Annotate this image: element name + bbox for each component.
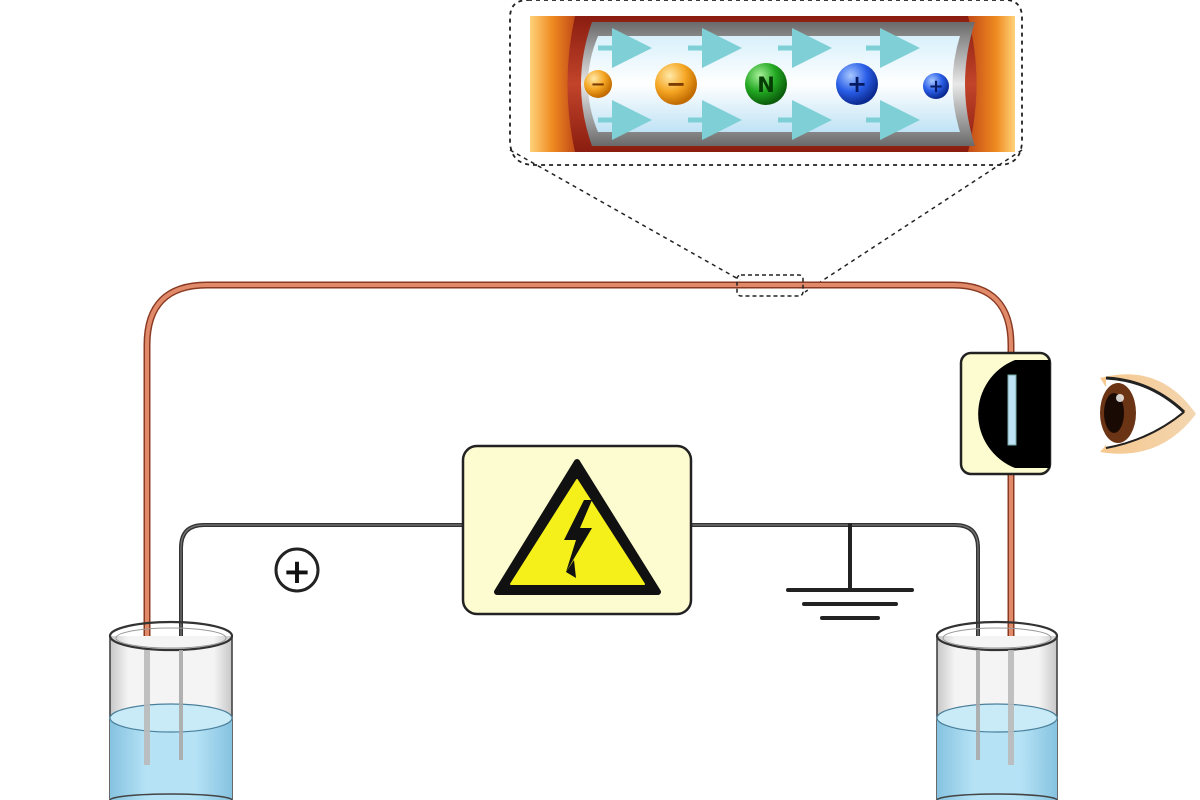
- anode-polarity-icon: +: [274, 547, 320, 593]
- ion-negative-large: −: [655, 63, 697, 105]
- detection-window: [1007, 374, 1017, 446]
- ion-negative-small: −: [584, 70, 612, 98]
- cathode-wire-highlight: [691, 524, 979, 765]
- ion-label: N: [757, 73, 775, 97]
- outlet-buffer-vial: [935, 620, 1059, 800]
- ground-icon: [786, 523, 914, 620]
- anode-wire-highlight: [180, 524, 465, 765]
- high-voltage-warning-icon: [494, 459, 661, 595]
- zoom-region-marker: [736, 274, 804, 297]
- callout-leader-left: [509, 149, 741, 281]
- capillary-tube: [145, 283, 1013, 767]
- ion-positive-large: +: [836, 63, 878, 105]
- callout-leader-right: [804, 149, 1023, 293]
- ion-positive-small: +: [923, 73, 949, 99]
- ion-row: − − N + +: [584, 63, 949, 105]
- ion-label: +: [928, 76, 943, 97]
- ion-label: −: [590, 74, 605, 95]
- electroosmotic-flow-arrows: [598, 28, 920, 140]
- ion-neutral: N: [745, 63, 787, 105]
- high-voltage-power-supply: [461, 444, 693, 616]
- zoom-inset: − − N + +: [509, 0, 1023, 293]
- ion-label: +: [847, 70, 867, 98]
- inlet-buffer-vial: [108, 620, 234, 800]
- eye-icon: [1100, 374, 1196, 454]
- uv-detector: [959, 351, 1052, 476]
- anode-polarity-label: +: [283, 552, 312, 592]
- cathode-wire: [691, 523, 980, 765]
- ion-label: −: [666, 70, 686, 98]
